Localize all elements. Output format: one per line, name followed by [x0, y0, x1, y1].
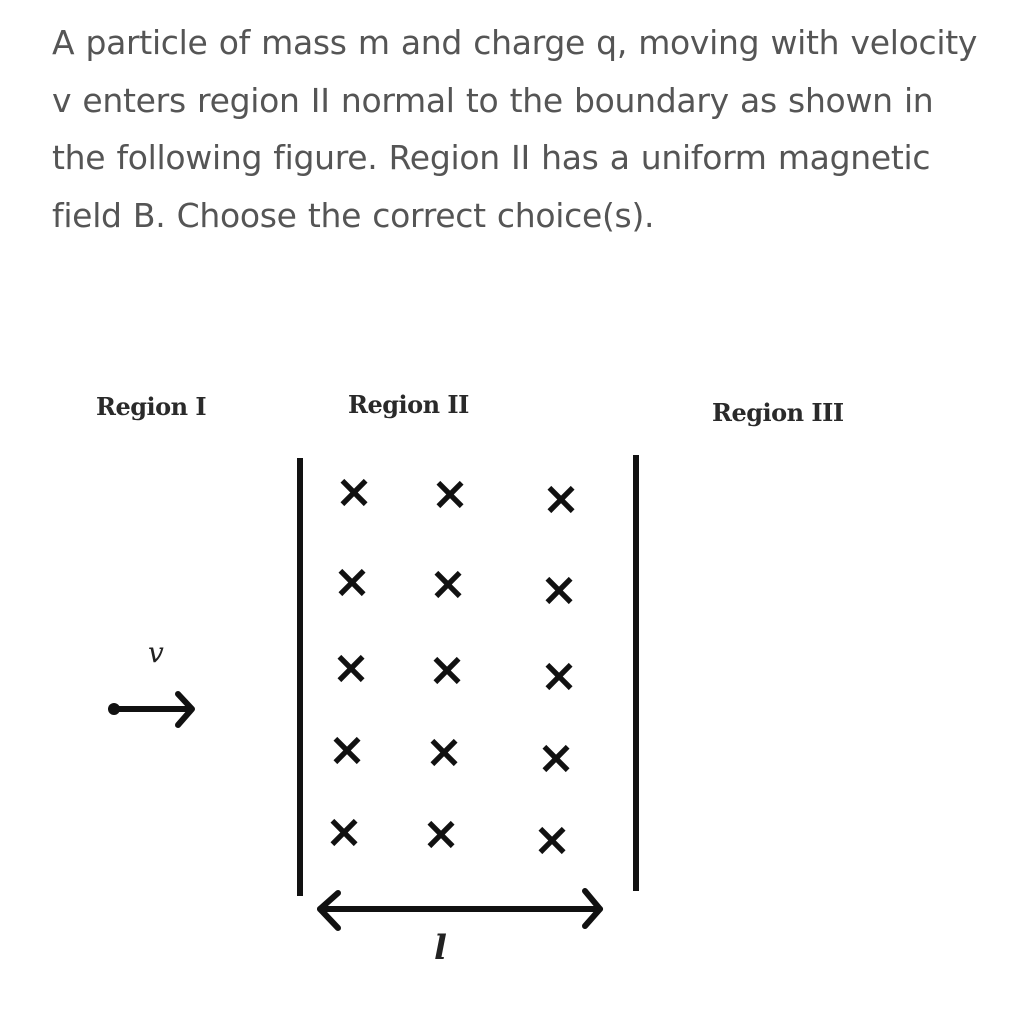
field-into-page-icon: ×	[421, 806, 461, 860]
particle-dot-icon	[108, 703, 120, 715]
field-into-page-icon: ×	[324, 804, 364, 858]
field-into-page-icon: ×	[536, 730, 576, 784]
field-into-page-icon: ×	[331, 640, 371, 694]
field-into-page-icon: ×	[428, 556, 468, 610]
field-into-page-icon: ×	[541, 471, 581, 525]
field-into-page-icon: ×	[332, 554, 372, 608]
question-text: A particle of mass m and charge q, movin…	[52, 23, 978, 235]
velocity-label: v	[148, 636, 164, 669]
field-into-page-icon: ×	[427, 642, 467, 696]
right-boundary-line	[633, 455, 639, 891]
field-into-page-icon: ×	[327, 722, 367, 776]
field-into-page-icon: ×	[334, 464, 374, 518]
width-double-arrow-icon	[317, 888, 603, 931]
left-boundary-line	[297, 458, 303, 896]
field-into-page-icon: ×	[539, 648, 579, 702]
field-into-page-icon: ×	[430, 466, 470, 520]
field-into-page-icon: ×	[424, 724, 464, 778]
velocity-arrow-icon	[111, 691, 195, 728]
field-into-page-icon: ×	[532, 812, 572, 866]
region-ii-label: Region II	[348, 390, 469, 419]
region-iii-label: Region III	[712, 398, 844, 427]
width-label: l	[434, 928, 447, 968]
region-i-label: Region I	[96, 392, 207, 421]
field-into-page-icon: ×	[539, 562, 579, 616]
